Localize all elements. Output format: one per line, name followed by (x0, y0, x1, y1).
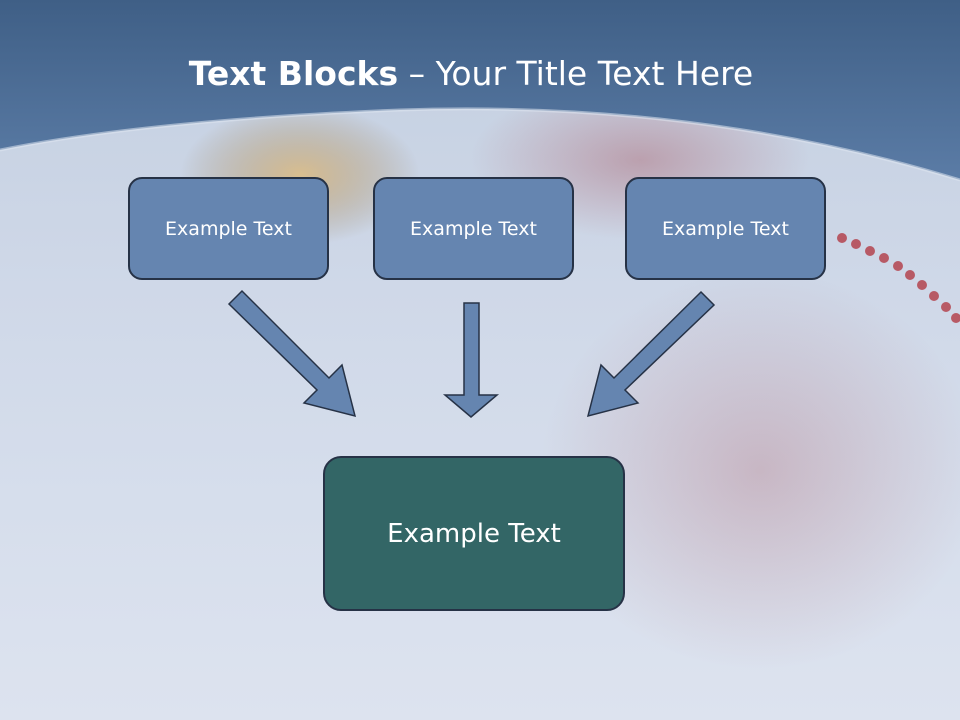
title-rest-part: Your Title Text Here (435, 54, 754, 93)
slide-title: Text Blocks – Your Title Text Here (0, 52, 942, 96)
top-text-block-2-label: Example Text (410, 217, 537, 240)
result-text-block: Example Text (323, 456, 625, 611)
header-highlight (0, 107, 960, 182)
top-text-block-1-label: Example Text (165, 217, 292, 240)
top-text-block-3-label: Example Text (662, 217, 789, 240)
title-bold-part: Text Blocks (188, 54, 399, 93)
bead-decoration (837, 233, 960, 323)
arrow-center (442, 302, 500, 418)
top-text-block-2: Example Text (373, 177, 574, 280)
result-text-block-label: Example Text (387, 518, 561, 549)
header-band (0, 0, 960, 180)
top-text-block-1: Example Text (128, 177, 329, 280)
top-text-block-3: Example Text (625, 177, 826, 280)
arrow-left (227, 289, 357, 418)
title-dash: – (398, 54, 436, 93)
arrow-right (586, 290, 716, 418)
